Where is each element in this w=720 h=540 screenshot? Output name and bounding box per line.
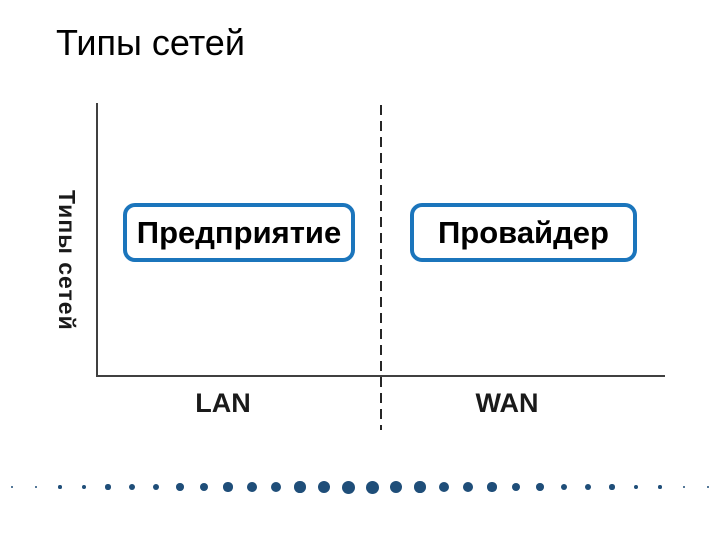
dot bbox=[389, 480, 403, 494]
dot-cell bbox=[336, 479, 360, 495]
dot bbox=[585, 484, 591, 490]
dot-cell bbox=[0, 479, 24, 495]
wan-axis-label: WAN bbox=[475, 388, 539, 418]
y-axis-label: Типы сетей bbox=[54, 189, 80, 331]
dot bbox=[365, 480, 379, 494]
dot-cell bbox=[408, 479, 432, 495]
dot-cell bbox=[648, 479, 672, 495]
dot-cell bbox=[72, 479, 96, 495]
dot-cell bbox=[480, 479, 504, 495]
decorative-dots-row bbox=[0, 479, 720, 495]
dot bbox=[609, 484, 615, 490]
dot-cell bbox=[360, 479, 384, 495]
dot-cell bbox=[240, 479, 264, 495]
dot-cell bbox=[96, 479, 120, 495]
dot bbox=[341, 480, 355, 494]
network-types-diagram: Типы сетей Предприятие Провайдер LAN WAN bbox=[54, 103, 665, 430]
dot-cell bbox=[624, 479, 648, 495]
dot bbox=[682, 485, 686, 489]
dot-cell bbox=[264, 479, 288, 495]
dot bbox=[58, 485, 62, 489]
dot bbox=[560, 483, 568, 491]
y-axis-line bbox=[96, 103, 98, 376]
lan-wan-divider-dashed-line bbox=[380, 105, 382, 430]
dot-cell bbox=[288, 479, 312, 495]
dot bbox=[176, 483, 184, 491]
dot bbox=[223, 482, 233, 492]
dot bbox=[247, 482, 257, 492]
dot bbox=[633, 484, 639, 490]
dot-cell bbox=[528, 479, 552, 495]
dot bbox=[129, 484, 135, 490]
dot bbox=[152, 483, 160, 491]
dot bbox=[317, 480, 331, 494]
dot-cell bbox=[216, 479, 240, 495]
dot bbox=[81, 484, 87, 490]
dot bbox=[487, 482, 497, 492]
dot-cell bbox=[432, 479, 456, 495]
dot bbox=[511, 482, 521, 492]
dot bbox=[658, 485, 662, 489]
dot-cell bbox=[168, 479, 192, 495]
dot-cell bbox=[696, 479, 720, 495]
dot bbox=[463, 482, 473, 492]
dot-cell bbox=[384, 479, 408, 495]
dot-cell bbox=[504, 479, 528, 495]
provider-box-label: Провайдер bbox=[438, 214, 609, 250]
dot-cell bbox=[576, 479, 600, 495]
dot bbox=[105, 484, 111, 490]
dot bbox=[707, 486, 709, 488]
dot bbox=[438, 481, 450, 493]
dot-cell bbox=[456, 479, 480, 495]
dot-cell bbox=[312, 479, 336, 495]
dot-cell bbox=[192, 479, 216, 495]
dot bbox=[414, 481, 426, 493]
enterprise-box: Предприятие bbox=[123, 203, 355, 262]
dot bbox=[34, 485, 38, 489]
dot bbox=[270, 481, 282, 493]
dot bbox=[294, 481, 306, 493]
dot bbox=[11, 486, 13, 488]
dot-cell bbox=[24, 479, 48, 495]
enterprise-box-label: Предприятие bbox=[136, 214, 342, 250]
slide-title: Типы сетей bbox=[56, 22, 245, 63]
lan-axis-label: LAN bbox=[195, 388, 251, 418]
dot-cell bbox=[120, 479, 144, 495]
dot bbox=[199, 482, 209, 492]
dot bbox=[536, 483, 544, 491]
dot-cell bbox=[144, 479, 168, 495]
dot-cell bbox=[672, 479, 696, 495]
dot-cell bbox=[552, 479, 576, 495]
provider-box: Провайдер bbox=[410, 203, 637, 262]
dot-cell bbox=[48, 479, 72, 495]
dot-cell bbox=[600, 479, 624, 495]
